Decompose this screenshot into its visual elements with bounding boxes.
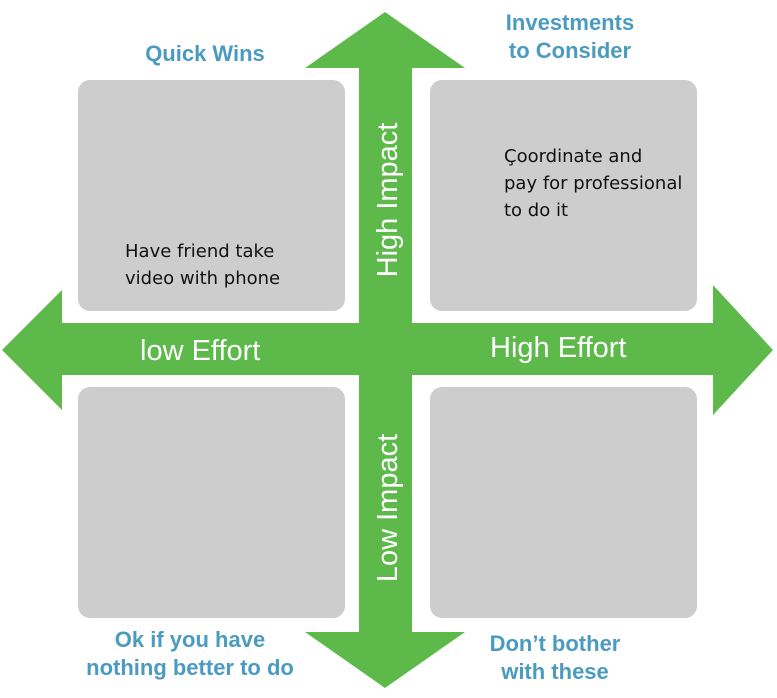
quadrant-quick-wins: Have friend take video with phone: [78, 80, 345, 311]
label-dont-bother: Don’t bother with these: [489, 631, 621, 684]
note-investments: Çoordinate and pay for professional to d…: [504, 146, 683, 221]
horizontal-axis-arrow: [2, 285, 773, 415]
quadrant-investments: Çoordinate and pay for professional to d…: [430, 80, 697, 311]
axis-label-low-effort: low Effort: [140, 335, 261, 367]
axis-label-low-impact: Low Impact: [372, 433, 404, 583]
axis-label-high-impact: High Impact: [372, 122, 404, 278]
label-ok-if-nothing-better: Ok if you have nothing better to do: [86, 627, 294, 680]
label-quick-wins: Quick Wins: [145, 41, 265, 66]
label-investments: Investments to Consider: [505, 10, 635, 63]
quadrant-dont-bother: [430, 387, 697, 618]
note-quick-wins: Have friend take video with phone: [125, 241, 281, 289]
axis-label-high-effort: High Effort: [490, 332, 627, 364]
quadrant-ok-if-nothing-better: [78, 387, 345, 618]
